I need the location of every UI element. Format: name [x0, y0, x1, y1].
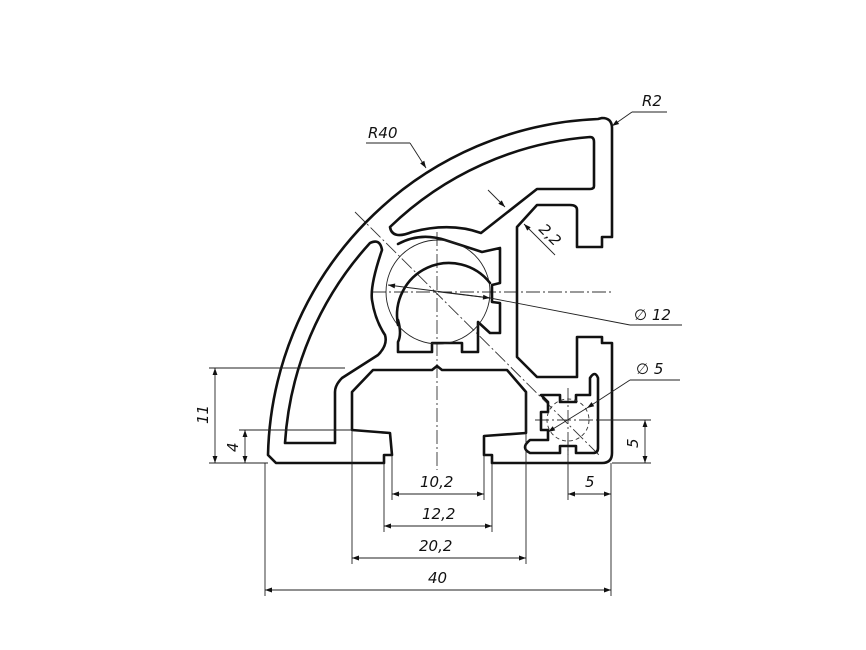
svg-text:11: 11 — [194, 405, 212, 424]
svg-text:4: 4 — [224, 442, 242, 452]
dim-wall-thickness: 2,2 — [487, 189, 565, 256]
dim-height-4: 4 — [224, 429, 352, 463]
dim-small-bore-horizontal: 5 — [567, 440, 611, 500]
upper-cavity — [388, 135, 596, 237]
small-bore — [546, 398, 590, 442]
svg-text:40: 40 — [428, 569, 447, 587]
svg-text:5: 5 — [624, 438, 642, 448]
small-bore-channel — [523, 372, 600, 455]
leader-r40: R40 — [366, 124, 427, 169]
svg-text:R2: R2 — [642, 92, 662, 110]
svg-text:2,2: 2,2 — [535, 220, 565, 250]
dim-height-11: 11 — [194, 367, 345, 464]
svg-text:20,2: 20,2 — [419, 537, 452, 555]
dim-overall-width: 40 — [264, 463, 612, 596]
svg-text:12,2: 12,2 — [422, 505, 455, 523]
hub-outline — [396, 235, 502, 354]
dim-slot-opening: 10,2 — [391, 455, 485, 500]
profile-outline — [266, 116, 614, 465]
left-cavity — [283, 240, 387, 445]
svg-text:∅ 12: ∅ 12 — [634, 306, 671, 324]
dim-slot-width: 20,2 — [351, 392, 527, 564]
dim-small-bore-vertical: 5 — [598, 419, 651, 464]
svg-text:10,2: 10,2 — [420, 473, 453, 491]
svg-text:5: 5 — [585, 473, 595, 491]
large-bore-solid-arc — [395, 261, 492, 327]
large-bore — [385, 239, 491, 345]
leader-bore-5: ∅ 5 — [547, 360, 680, 433]
svg-text:∅ 5: ∅ 5 — [636, 360, 663, 378]
leader-bore-12: ∅ 12 — [387, 283, 682, 326]
leader-r2: R2 — [611, 92, 667, 127]
svg-text:R40: R40 — [368, 124, 398, 142]
dim-slot-lip: 12,2 — [383, 463, 493, 532]
